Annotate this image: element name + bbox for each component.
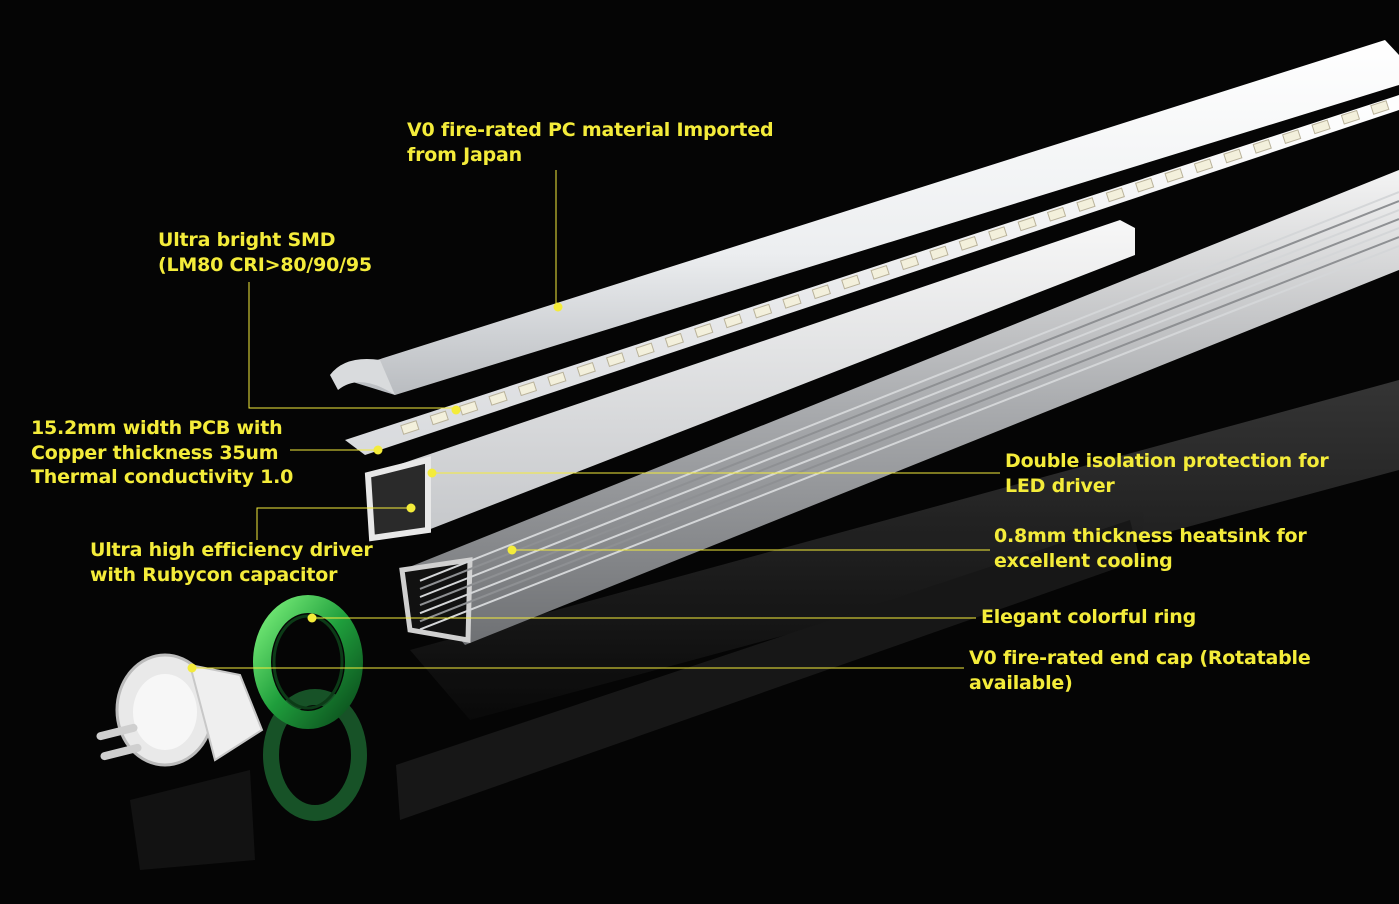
smd-led-chip	[1223, 148, 1243, 164]
callout-line: Ultra high efficiency driver	[90, 539, 373, 561]
smd-led-chip	[694, 323, 714, 338]
heatsink-rib	[419, 209, 1399, 598]
smd-led-chip	[752, 303, 773, 319]
callout-line: V0 fire-rated PC material Imported	[407, 119, 774, 141]
dot-pcb	[373, 445, 383, 455]
pc-cover	[330, 40, 1399, 395]
callout-ring: Elegant colorful ring	[981, 605, 1196, 630]
leader-smd	[248, 282, 456, 409]
smd-led-chip	[459, 400, 479, 416]
end-cap	[96, 653, 264, 767]
callout-line: excellent cooling	[994, 549, 1173, 572]
callout-line: Copper thickness 35um	[31, 441, 279, 464]
callout-line: available)	[969, 671, 1073, 694]
heatsink-rib	[419, 227, 1399, 615]
smd-led-chip	[958, 235, 978, 251]
smd-led-chip	[723, 313, 743, 329]
smd-led-chip	[929, 245, 949, 261]
dot-heatsink	[507, 545, 517, 555]
callout-isolation: Double isolation protection for LED driv…	[1005, 449, 1329, 498]
smd-led-chip	[488, 391, 508, 406]
smd-led-chip	[1311, 119, 1331, 135]
callout-line: from Japan	[407, 143, 522, 166]
callout-pc-cover: V0 fire-rated PC material Imported from …	[407, 118, 774, 167]
smd-led-row	[400, 100, 1390, 435]
heatsink-rib	[419, 245, 1399, 631]
smd-led-chip	[841, 274, 861, 290]
smd-led-chip	[517, 381, 538, 397]
pcb-strip	[345, 95, 1399, 455]
smd-led-chip	[664, 332, 684, 348]
dot-endcap	[187, 663, 197, 673]
dot-smd	[451, 405, 461, 415]
driver-box-reflection	[396, 520, 1140, 820]
callout-driver: Ultra high efficiency driver with Rubyco…	[90, 538, 373, 587]
callout-pcb: 15.2mm width PCB with Copper thickness 3…	[31, 416, 293, 490]
callout-line: 0.8mm thickness heatsink for	[994, 525, 1307, 547]
callout-line: Thermal conductivity 1.0	[31, 466, 294, 488]
smd-led-chip	[899, 255, 920, 271]
dot-pc-cover	[553, 302, 563, 312]
smd-led-chip	[1282, 129, 1302, 145]
heatsink-ribs	[419, 191, 1399, 631]
dot-ring	[307, 613, 317, 623]
smd-led-chip	[429, 410, 449, 426]
callout-line: Elegant colorful ring	[981, 606, 1197, 628]
leader-lines	[192, 170, 1000, 669]
smd-led-chip	[870, 264, 890, 280]
callout-line: (LM80 CRI>80/90/95	[158, 253, 372, 276]
smd-led-chip	[1252, 138, 1272, 154]
callout-line: V0 fire-rated end cap (Rotatable	[969, 647, 1311, 669]
callout-line: with Rubycon capacitor	[90, 563, 338, 586]
smd-led-chip	[606, 352, 626, 368]
endcap-reflection	[130, 770, 255, 870]
smd-led-chip	[1370, 100, 1390, 115]
smd-led-chip	[1135, 177, 1155, 193]
driver-box	[364, 220, 1135, 542]
dot-isolation	[427, 468, 437, 478]
heatsink-rib	[419, 200, 1399, 590]
heatsink-rib	[419, 236, 1399, 623]
smd-led-chip	[400, 420, 420, 435]
smd-led-chip	[811, 284, 831, 300]
smd-led-chip	[1193, 158, 1214, 174]
ring-reflection	[263, 689, 367, 821]
smd-led-chip	[782, 294, 802, 309]
dot-driver	[406, 503, 416, 513]
callout-line: 15.2mm width PCB with	[31, 417, 283, 439]
callout-line: LED driver	[1005, 474, 1115, 497]
callout-smd: Ultra bright SMD (LM80 CRI>80/90/95	[158, 228, 372, 277]
smd-led-chip	[1164, 168, 1184, 183]
smd-led-chip	[1017, 216, 1037, 232]
smd-led-chip	[1105, 187, 1125, 203]
heatsink	[399, 170, 1399, 645]
callout-endcap: V0 fire-rated end cap (Rotatable availab…	[969, 646, 1311, 695]
callout-line: Ultra bright SMD	[158, 229, 336, 251]
heatsink-rib	[419, 191, 1399, 582]
heatsink-rib	[419, 218, 1399, 607]
callout-line: Double isolation protection for	[1005, 450, 1329, 472]
smd-led-chip	[1046, 206, 1067, 222]
leader-dots	[187, 302, 563, 673]
smd-led-chip	[547, 371, 567, 387]
smd-led-chip	[1076, 197, 1096, 212]
smd-led-chip	[635, 342, 655, 358]
smd-led-chip	[988, 226, 1008, 242]
leader-driver	[256, 507, 411, 540]
smd-led-chip	[576, 361, 596, 377]
callout-heatsink: 0.8mm thickness heatsink for excellent c…	[994, 524, 1307, 573]
smd-led-chip	[1340, 109, 1361, 125]
